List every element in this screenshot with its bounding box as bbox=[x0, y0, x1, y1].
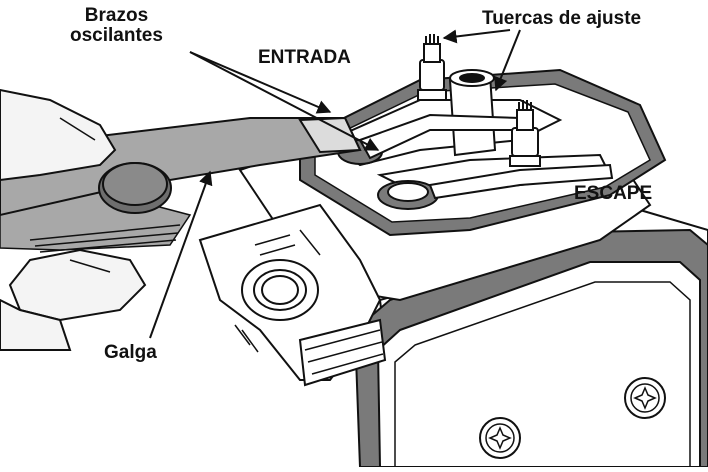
hand bbox=[0, 88, 147, 351]
cover-screw-left bbox=[479, 417, 521, 459]
spark-plug-boss bbox=[241, 259, 319, 321]
label-adjusting-nuts: Tuercas de ajuste bbox=[482, 8, 642, 29]
leader-tuercas-intake bbox=[442, 29, 511, 44]
label-rocker-arms-line2: oscilantes bbox=[70, 24, 163, 46]
cover-gasket bbox=[353, 228, 708, 468]
label-intake: ENTRADA bbox=[258, 47, 351, 68]
label-rocker-arms-line1: Brazos bbox=[84, 5, 149, 26]
cover-screw-right bbox=[624, 377, 666, 419]
label-exhaust: ESCAPE bbox=[574, 183, 653, 204]
label-feeler-gauge: Galga bbox=[104, 342, 157, 363]
adjusting-nut-exhaust bbox=[509, 100, 541, 167]
leader-lines bbox=[149, 29, 521, 339]
leader-brazos-exhaust bbox=[189, 51, 380, 151]
leader-galga bbox=[149, 170, 213, 339]
rocker-arm-exhaust bbox=[377, 163, 614, 210]
leader-brazos-entrada bbox=[189, 51, 332, 114]
leader-tuercas-exhaust bbox=[494, 29, 521, 92]
cooling-fins bbox=[234, 229, 321, 353]
label-rocker-arms: Brazos oscilantes bbox=[70, 6, 163, 46]
adjusting-nut-intake bbox=[417, 34, 447, 101]
